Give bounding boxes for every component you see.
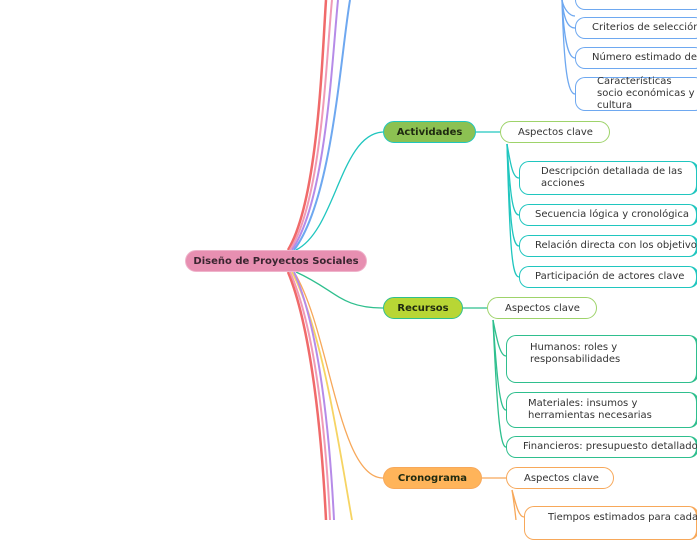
- sub-label: Aspectos clave: [524, 472, 599, 484]
- leaf-label: Número estimado de: [592, 52, 697, 63]
- sub-cronograma-aspectos[interactable]: Aspectos clave: [506, 467, 614, 489]
- blue-leaf-connectors: [561, 0, 576, 95]
- leaf-label: Características socio económicas y cultu…: [597, 76, 695, 111]
- sub-recursos-aspectos[interactable]: Aspectos clave: [487, 297, 597, 319]
- leaf-participacion[interactable]: Participación de actores clave: [519, 266, 697, 288]
- leaf-criterios-seleccion[interactable]: Criterios de selección: [575, 17, 697, 39]
- leaf-financieros[interactable]: Financieros: presupuesto detallado: [506, 436, 697, 458]
- branch-line-purple-down: [293, 271, 335, 520]
- leaf-relacion-objetivos[interactable]: Relación directa con los objetivos: [519, 235, 697, 257]
- branch-line-pink-down: [289, 271, 331, 520]
- topic-label: Cronograma: [397, 472, 468, 484]
- topic-cronograma[interactable]: Cronograma: [383, 467, 482, 489]
- leaf-label: Materiales: insumos y herramientas neces…: [528, 398, 652, 421]
- branch-line-red-down: [286, 271, 328, 520]
- leaf-humanos[interactable]: Humanos: roles y responsabilidades: [506, 335, 697, 383]
- branch-line-red-up: [286, 0, 328, 251]
- topic-recursos[interactable]: Recursos: [383, 297, 463, 319]
- leaf-caracteristicas[interactable]: Características socio económicas y cultu…: [575, 76, 697, 111]
- branch-line-orange-cronograma: [293, 271, 384, 479]
- leaf-descripcion-acciones[interactable]: Descripción detallada de las acciones: [519, 161, 697, 195]
- mind-map-connectors: [286, 0, 576, 520]
- leaf-label: Humanos: roles y responsabilidades: [530, 342, 621, 365]
- teal-leaf-connectors: [506, 143, 520, 278]
- branch-line-green-recursos: [295, 271, 384, 309]
- leaf-label: Participación de actores clave: [535, 271, 685, 282]
- leaf-label: Secuencia lógica y cronológica: [535, 209, 689, 220]
- leaf-label: Relación directa con los objetivos: [535, 240, 697, 251]
- leaf-tiempos-estimados[interactable]: Tiempos estimados para cada: [524, 506, 697, 540]
- leaf-label: Criterios de selección: [592, 22, 697, 33]
- root-node[interactable]: Diseño de Proyectos Sociales: [185, 250, 367, 272]
- leaf-secuencia[interactable]: Secuencia lógica y cronológica: [519, 204, 697, 226]
- leaf-partial-top[interactable]: [575, 0, 697, 10]
- branch-line-teal-actividades: [295, 131, 384, 251]
- branch-line-purple-up: [291, 0, 339, 251]
- sub-label: Aspectos clave: [518, 126, 593, 138]
- leaf-label: Financieros: presupuesto detallado: [523, 441, 697, 452]
- leaf-materiales[interactable]: Materiales: insumos y herramientas neces…: [506, 392, 697, 428]
- leaf-label: Tiempos estimados para cada: [548, 512, 697, 523]
- green-leaf-connectors: [492, 319, 507, 448]
- branch-line-pink-up: [289, 0, 333, 251]
- root-label: Diseño de Proyectos Sociales: [193, 255, 359, 267]
- leaf-label: Descripción detallada de las acciones: [541, 166, 683, 189]
- sub-label: Aspectos clave: [505, 302, 580, 314]
- topic-label: Recursos: [397, 302, 449, 314]
- topic-actividades[interactable]: Actividades: [383, 121, 476, 143]
- sub-actividades-aspectos[interactable]: Aspectos clave: [500, 121, 610, 143]
- topic-label: Actividades: [396, 126, 463, 138]
- orange-leaf-connectors: [511, 489, 525, 520]
- branch-line-blue-up: [293, 0, 351, 251]
- leaf-numero-estimado[interactable]: Número estimado de: [575, 47, 697, 69]
